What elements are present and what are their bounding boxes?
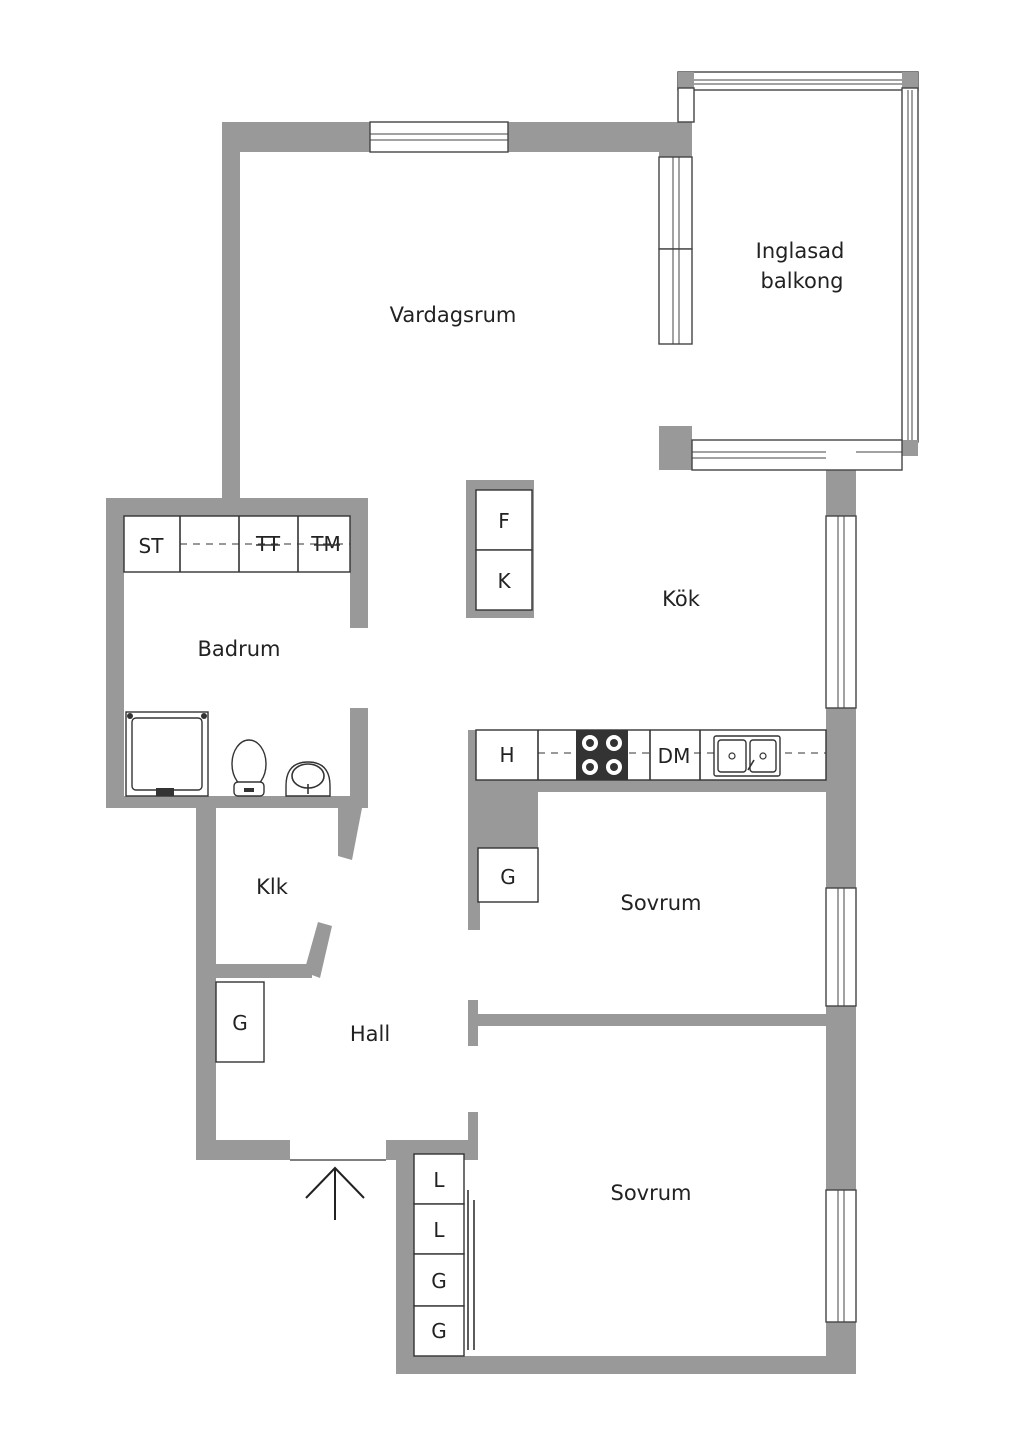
closet-label-1: L [433,1168,445,1192]
closet-label-3: G [431,1269,447,1293]
room-label-badrum: Badrum [197,637,280,661]
kitchen-dm-label: DM [658,744,691,768]
bath-st-label: ST [139,534,165,558]
walls [106,122,856,1374]
room-label-balkong-line2: balkong [761,269,844,293]
entrance-arrow-icon [290,1159,386,1220]
hall-wardrobe-label: G [232,1011,248,1035]
room-label-kok: Kök [662,587,701,611]
windows [369,71,919,1323]
fridge-label: F [498,509,510,533]
room-label-hall: Hall [350,1022,390,1046]
bedroom2-closets: L L G G [413,1153,475,1357]
sink-icon [285,761,331,797]
room-label-sovrum-2: Sovrum [610,1181,691,1205]
kitchen-counter: H DM [475,729,827,781]
double-sink-icon [713,735,781,777]
room-label-sovrum-1: Sovrum [620,891,701,915]
stove-icon [576,730,628,780]
bath-tt-label: TT [255,532,281,556]
room-label-balkong-line1: Inglasad [756,239,845,263]
bedroom1-wardrobe: G [477,847,539,903]
kitchen-h-label: H [499,743,514,767]
freezer-label: K [497,569,511,593]
bath-tm-label: TM [310,532,340,556]
room-label-klk: Klk [256,875,289,899]
toilet-icon [231,739,267,797]
bedroom1-wardrobe-label: G [500,865,516,889]
room-label-vardagsrum: Vardagsrum [390,303,517,327]
shower-icon [125,711,209,797]
closet-label-2: L [433,1218,445,1242]
closet-label-4: G [431,1319,447,1343]
bathroom-fixtures: ST TT TM [123,515,351,797]
fridge-freezer-unit: F K [475,489,533,611]
hall-wardrobe: G [215,981,265,1063]
